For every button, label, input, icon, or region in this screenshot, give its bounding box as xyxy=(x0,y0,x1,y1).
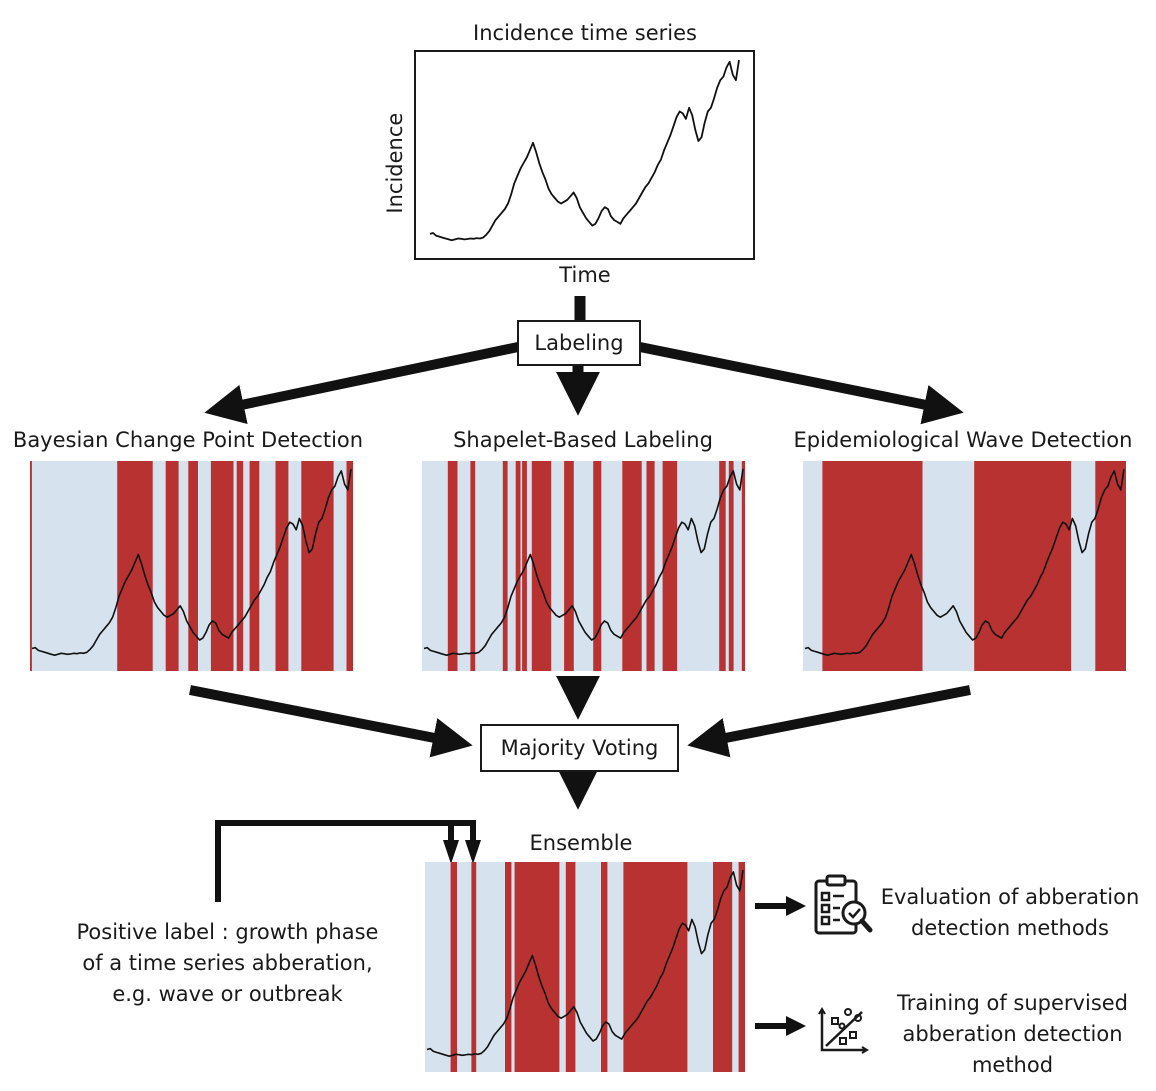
positive-label-band xyxy=(1095,461,1126,671)
positive-label-band xyxy=(564,461,574,671)
scatter-chart-icon xyxy=(818,1004,870,1056)
positive-label-band xyxy=(531,461,552,671)
negative-background xyxy=(422,461,745,671)
top-chart-ylabel: Incidence xyxy=(382,112,407,214)
positive-label-band xyxy=(210,461,234,671)
ensemble-incidence-line xyxy=(426,869,744,1057)
training-text: Training of supervised abberation detect… xyxy=(880,988,1145,1081)
positive-label-band xyxy=(117,461,153,671)
positive-label-bracket xyxy=(215,820,476,902)
positive-label-band xyxy=(505,862,512,1072)
majority-voting-box: Majority Voting xyxy=(480,724,679,772)
evaluation-line-2: detection methods xyxy=(911,916,1109,940)
arrowhead-training xyxy=(786,1016,806,1036)
positive-label-band xyxy=(470,461,476,671)
positive-label-band xyxy=(728,461,734,671)
arrowhead-positive-1 xyxy=(443,840,459,864)
method-panel-wave xyxy=(803,461,1126,671)
training-line-3: method xyxy=(971,1053,1054,1077)
positive-label-band xyxy=(30,461,32,671)
positive-label-band xyxy=(662,461,678,671)
evaluation-line-1: Evaluation of abberation xyxy=(880,885,1140,909)
positive-label-band xyxy=(593,461,602,671)
top-chart-xlabel: Time xyxy=(559,263,611,287)
method-title-shapelet: Shapelet-Based Labeling xyxy=(453,428,713,452)
method-panel-shapelet xyxy=(422,461,745,671)
positive-label-band xyxy=(346,461,353,671)
positive-label-band xyxy=(514,862,560,1072)
positive-label-band xyxy=(623,862,688,1072)
positive-label-band xyxy=(447,461,458,671)
arrow-bayesian-to-voting xyxy=(189,685,473,758)
clipboard-search-icon xyxy=(810,873,874,937)
labeling-label: Labeling xyxy=(534,331,624,355)
positive-label-band xyxy=(515,461,521,671)
positive-label-band xyxy=(622,461,642,671)
positive-label-band xyxy=(502,461,508,671)
method-incidence-line xyxy=(423,468,744,656)
method-panel-bayesian xyxy=(30,461,353,671)
positive-label-band xyxy=(165,461,179,671)
labeling-box: Labeling xyxy=(517,320,641,366)
training-line-1: Training of supervised xyxy=(896,991,1129,1015)
positive-label-band xyxy=(601,862,608,1072)
positive-label-band xyxy=(236,461,244,671)
arrowhead-positive-2 xyxy=(465,840,481,864)
positive-label-line-2: of a time series abberation, xyxy=(82,951,373,975)
arrow-labeling-to-bayesian xyxy=(204,342,520,425)
positive-label-band xyxy=(522,461,527,671)
positive-label-band xyxy=(822,461,923,671)
method-incidence-line xyxy=(804,468,1125,656)
training-line-2: abberation detection xyxy=(902,1022,1123,1046)
ensemble-panel xyxy=(425,862,745,1072)
positive-label-line-3: e.g. wave or outbreak xyxy=(112,982,343,1006)
positive-label-line-1: Positive label : growth phase xyxy=(76,920,379,944)
ensemble-title: Ensemble xyxy=(529,831,633,855)
top-chart-title: Incidence time series xyxy=(473,21,697,45)
positive-label-band xyxy=(249,461,260,671)
positive-label-band xyxy=(301,461,334,671)
arrow-wave-to-voting xyxy=(687,685,971,758)
positive-label-band xyxy=(719,461,726,671)
top-chart xyxy=(414,50,755,260)
positive-label-note: Positive label : growth phase of a time … xyxy=(55,917,400,1010)
majority-voting-label: Majority Voting xyxy=(500,736,659,760)
arrow-labeling-to-wave xyxy=(639,342,964,425)
positive-label-band xyxy=(738,862,745,1072)
positive-label-band xyxy=(974,461,1072,671)
positive-label-band xyxy=(713,862,733,1072)
positive-label-band xyxy=(450,862,457,1072)
positive-label-band xyxy=(275,461,289,671)
evaluation-text: Evaluation of abberation detection metho… xyxy=(875,882,1145,944)
positive-label-band xyxy=(565,862,576,1072)
method-title-bayesian: Bayesian Change Point Detection xyxy=(12,428,364,452)
negative-background xyxy=(425,862,745,1072)
positive-label-band xyxy=(188,461,198,671)
positive-label-band xyxy=(741,461,745,671)
positive-label-band xyxy=(646,461,655,671)
incidence-line xyxy=(429,59,740,242)
method-title-wave: Epidemiological Wave Detection xyxy=(793,428,1133,452)
positive-label-band xyxy=(471,862,477,1072)
method-incidence-line xyxy=(31,468,352,656)
arrowhead-evaluation xyxy=(786,896,806,916)
